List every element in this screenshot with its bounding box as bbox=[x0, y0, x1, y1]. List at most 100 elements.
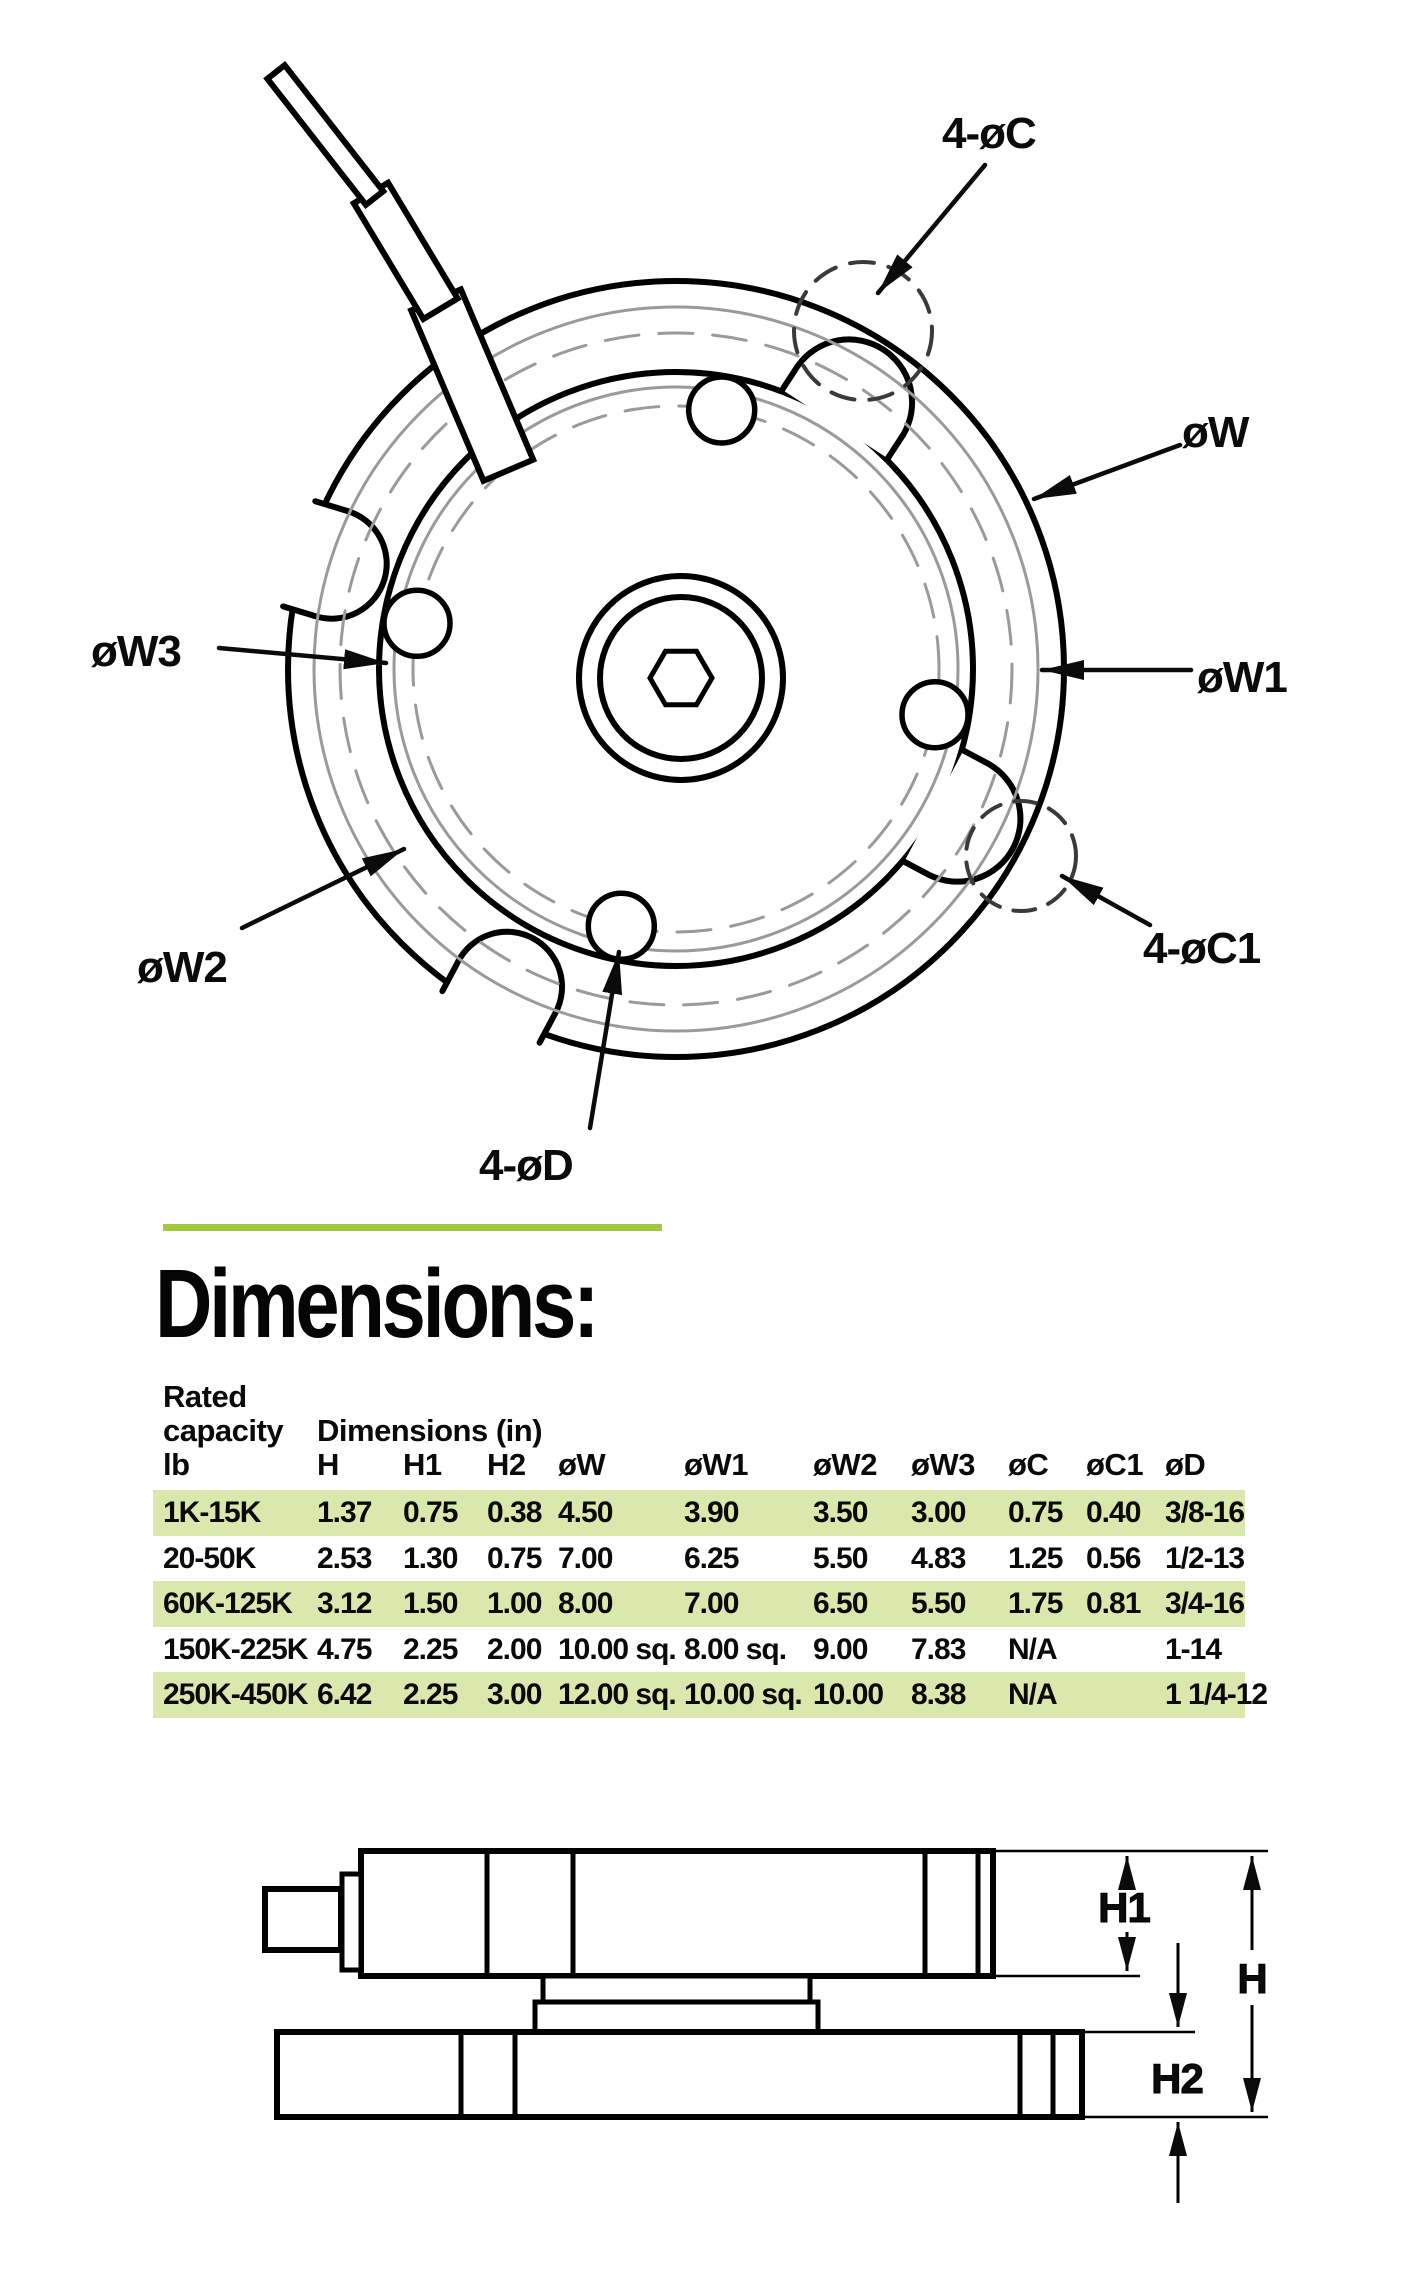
side-connector-flange bbox=[339, 1871, 364, 1973]
hex-socket bbox=[647, 648, 715, 708]
rated-word: Rated bbox=[163, 1379, 247, 1414]
label-4-oc: 4-øC bbox=[942, 109, 1036, 158]
capacity-cell: 60K-125K bbox=[163, 1587, 293, 1620]
value-cell-øD: 1/2-13 bbox=[1165, 1541, 1245, 1575]
col-header-6: øW3 bbox=[911, 1447, 975, 1482]
value-cell-øW3: 7.83 bbox=[911, 1632, 966, 1666]
value-cell-H2: 3.00 bbox=[487, 1678, 542, 1711]
label-h: H bbox=[1237, 1955, 1266, 2002]
value-cell-H: 3.12 bbox=[317, 1587, 372, 1620]
green-divider bbox=[163, 1224, 662, 1231]
col-header-7: øC bbox=[1008, 1447, 1049, 1482]
value-cell-øW1: 10.00 sq. bbox=[684, 1678, 803, 1711]
value-cell-øC1: 0.40 bbox=[1086, 1496, 1141, 1529]
value-cell-H1: 2.25 bbox=[403, 1632, 458, 1666]
label-ow: øW bbox=[1182, 408, 1250, 457]
c-bolt-dashed-circle bbox=[792, 260, 934, 402]
value-cell-øW3: 8.38 bbox=[911, 1678, 966, 1711]
value-cell-øC: N/A bbox=[1008, 1632, 1058, 1666]
value-cell-øW3: 4.83 bbox=[911, 1541, 966, 1575]
extension-lines bbox=[993, 1849, 1268, 2119]
value-cell-øW: 8.00 bbox=[558, 1587, 613, 1620]
value-cell-H1: 1.30 bbox=[403, 1541, 458, 1575]
value-cell-øC: 1.25 bbox=[1008, 1541, 1063, 1575]
load-cell-top-view: 4-øC øW øW1 øW3 øW2 4-øC1 4-øD bbox=[91, 60, 1288, 1190]
value-cell-øW1: 7.00 bbox=[684, 1587, 739, 1620]
capacity-cell: 250K-450K bbox=[163, 1678, 308, 1711]
value-cell-øW: 4.50 bbox=[558, 1496, 613, 1529]
cable-wire bbox=[263, 60, 388, 210]
value-cell-øC1 bbox=[1086, 1627, 1165, 1673]
col-header-4: øW1 bbox=[684, 1447, 748, 1482]
value-cell-øW2: 5.50 bbox=[813, 1541, 868, 1575]
value-cell-øW3: 3.00 bbox=[911, 1496, 966, 1529]
value-cell-øW1: 6.25 bbox=[684, 1541, 739, 1575]
value-cell-H1: 1.50 bbox=[403, 1587, 458, 1620]
leader-c1 bbox=[1059, 873, 1153, 928]
side-step-upper bbox=[540, 1973, 813, 2005]
value-cell-øW: 7.00 bbox=[558, 1541, 613, 1575]
c1-bolt-dashed-circle bbox=[964, 799, 1078, 913]
value-cell-øW1: 8.00 sq. bbox=[684, 1632, 787, 1666]
page-title: Dimensions: bbox=[155, 1249, 600, 1358]
label-4-oc1: 4-øC1 bbox=[1143, 924, 1261, 973]
leader-w bbox=[1031, 442, 1183, 502]
value-cell-øW2: 6.50 bbox=[813, 1587, 868, 1620]
value-cell-øW3: 5.50 bbox=[911, 1587, 966, 1620]
bolt-circle-w1-dashed bbox=[338, 331, 1014, 1007]
col-header-0: H bbox=[317, 1447, 339, 1482]
leader-w3 bbox=[216, 645, 389, 670]
side-connector-plug bbox=[262, 1886, 344, 1953]
col-header-2: H2 bbox=[487, 1447, 526, 1482]
value-cell-øW: 12.00 sq. bbox=[558, 1678, 677, 1711]
value-cell-øW1: 3.90 bbox=[684, 1496, 739, 1529]
label-4-od: 4-øD bbox=[479, 1141, 573, 1190]
capacity-cell: 150K-225K bbox=[163, 1632, 308, 1666]
capacity-word: capacity bbox=[163, 1413, 284, 1448]
label-ow3: øW3 bbox=[91, 627, 181, 676]
value-cell-øW2: 9.00 bbox=[813, 1632, 868, 1666]
value-cell-H2: 0.38 bbox=[487, 1496, 542, 1529]
value-cell-H: 6.42 bbox=[317, 1678, 372, 1711]
lb-word: lb bbox=[163, 1447, 190, 1482]
side-body bbox=[358, 1848, 996, 1979]
value-cell-øC: 0.75 bbox=[1008, 1496, 1063, 1529]
value-cell-H2: 1.00 bbox=[487, 1587, 542, 1620]
leader-d bbox=[587, 949, 623, 1131]
value-cell-H: 4.75 bbox=[317, 1632, 372, 1666]
value-cell-øD: 1 1/4-12 bbox=[1165, 1678, 1268, 1711]
col-header-9: øD bbox=[1165, 1447, 1206, 1482]
d-hole-right bbox=[899, 678, 971, 751]
label-ow1: øW1 bbox=[1197, 653, 1287, 702]
label-h1: H1 bbox=[1098, 1884, 1150, 1931]
value-cell-H2: 2.00 bbox=[487, 1632, 542, 1666]
value-cell-øC1 bbox=[1086, 1672, 1165, 1718]
load-cell-side-view: H1 H H2 bbox=[262, 1848, 1268, 2203]
col-header-8: øC1 bbox=[1086, 1447, 1144, 1482]
table-header-line-2: capacity Dimensions (in) bbox=[153, 1414, 1245, 1448]
table-header-line-1: Rated bbox=[153, 1380, 1245, 1414]
value-cell-H2: 0.75 bbox=[487, 1541, 542, 1575]
d-hole-bottom bbox=[585, 890, 658, 962]
col-header-5: øW2 bbox=[813, 1447, 877, 1482]
value-cell-øC: N/A bbox=[1008, 1678, 1058, 1711]
flange-notch-upper-left bbox=[280, 498, 390, 622]
value-cell-øC1: 0.81 bbox=[1086, 1587, 1141, 1620]
dims-group-label: Dimensions (in) bbox=[317, 1413, 543, 1448]
table-row: 150K-225K 4.75 2.25 2.00 10.00 sq.8.00 sq. 9.… bbox=[153, 1627, 1245, 1673]
value-cell-øD: 3/4-16 bbox=[1165, 1587, 1245, 1620]
value-cell-H1: 0.75 bbox=[403, 1496, 458, 1529]
label-h2: H2 bbox=[1151, 2055, 1203, 2102]
d-hole-left bbox=[381, 587, 453, 660]
capacity-cell: 20-50K bbox=[163, 1541, 256, 1575]
capacity-cell: 1K-15K bbox=[163, 1496, 261, 1529]
value-cell-øW: 10.00 sq. bbox=[558, 1632, 677, 1666]
